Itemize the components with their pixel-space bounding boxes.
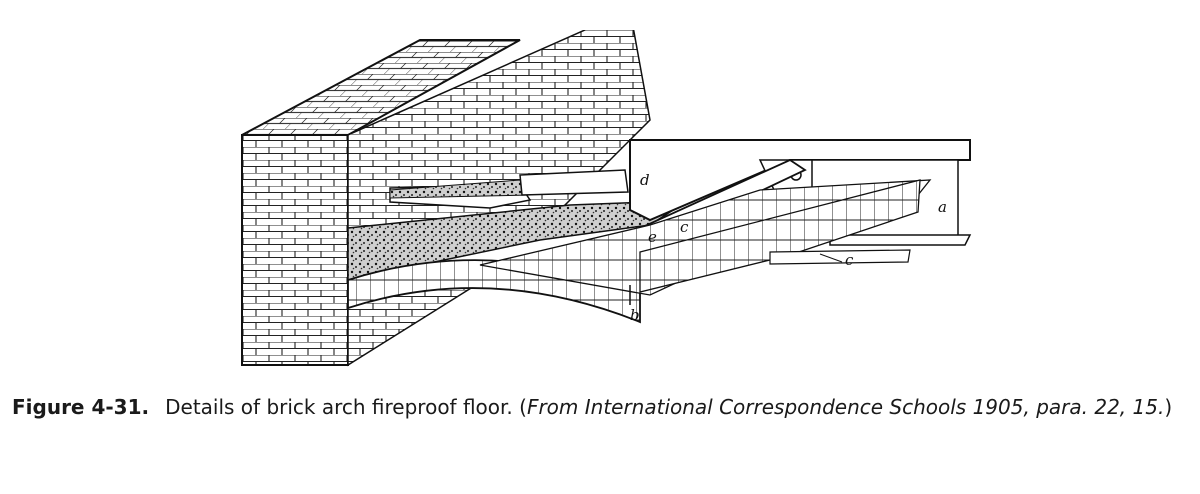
label-c-lower: c (845, 251, 854, 269)
wall-top (241, 39, 521, 136)
caption-end: ) (1164, 395, 1173, 419)
tie-rod-d (519, 169, 629, 196)
figure-number: Figure 4-31. (12, 395, 150, 419)
figure-caption: Figure 4-31. Details of brick arch firepr… (12, 394, 1182, 421)
label-a: a (938, 198, 947, 216)
wall-front-face (241, 134, 349, 366)
brick-arch-illustration: a b c c d e (230, 30, 990, 380)
caption-text: Details of brick arch fireproof floor. ( (165, 395, 527, 419)
i-beam-bottom-flange (829, 234, 972, 246)
label-d: d (640, 171, 650, 189)
label-e: e (648, 228, 657, 246)
label-b: b (630, 306, 640, 324)
label-c-upper: c (680, 218, 689, 236)
tie-rod-extension (769, 249, 911, 265)
arch-right-bricks (639, 179, 921, 293)
caption-source: From International Correspondence School… (526, 395, 1165, 419)
